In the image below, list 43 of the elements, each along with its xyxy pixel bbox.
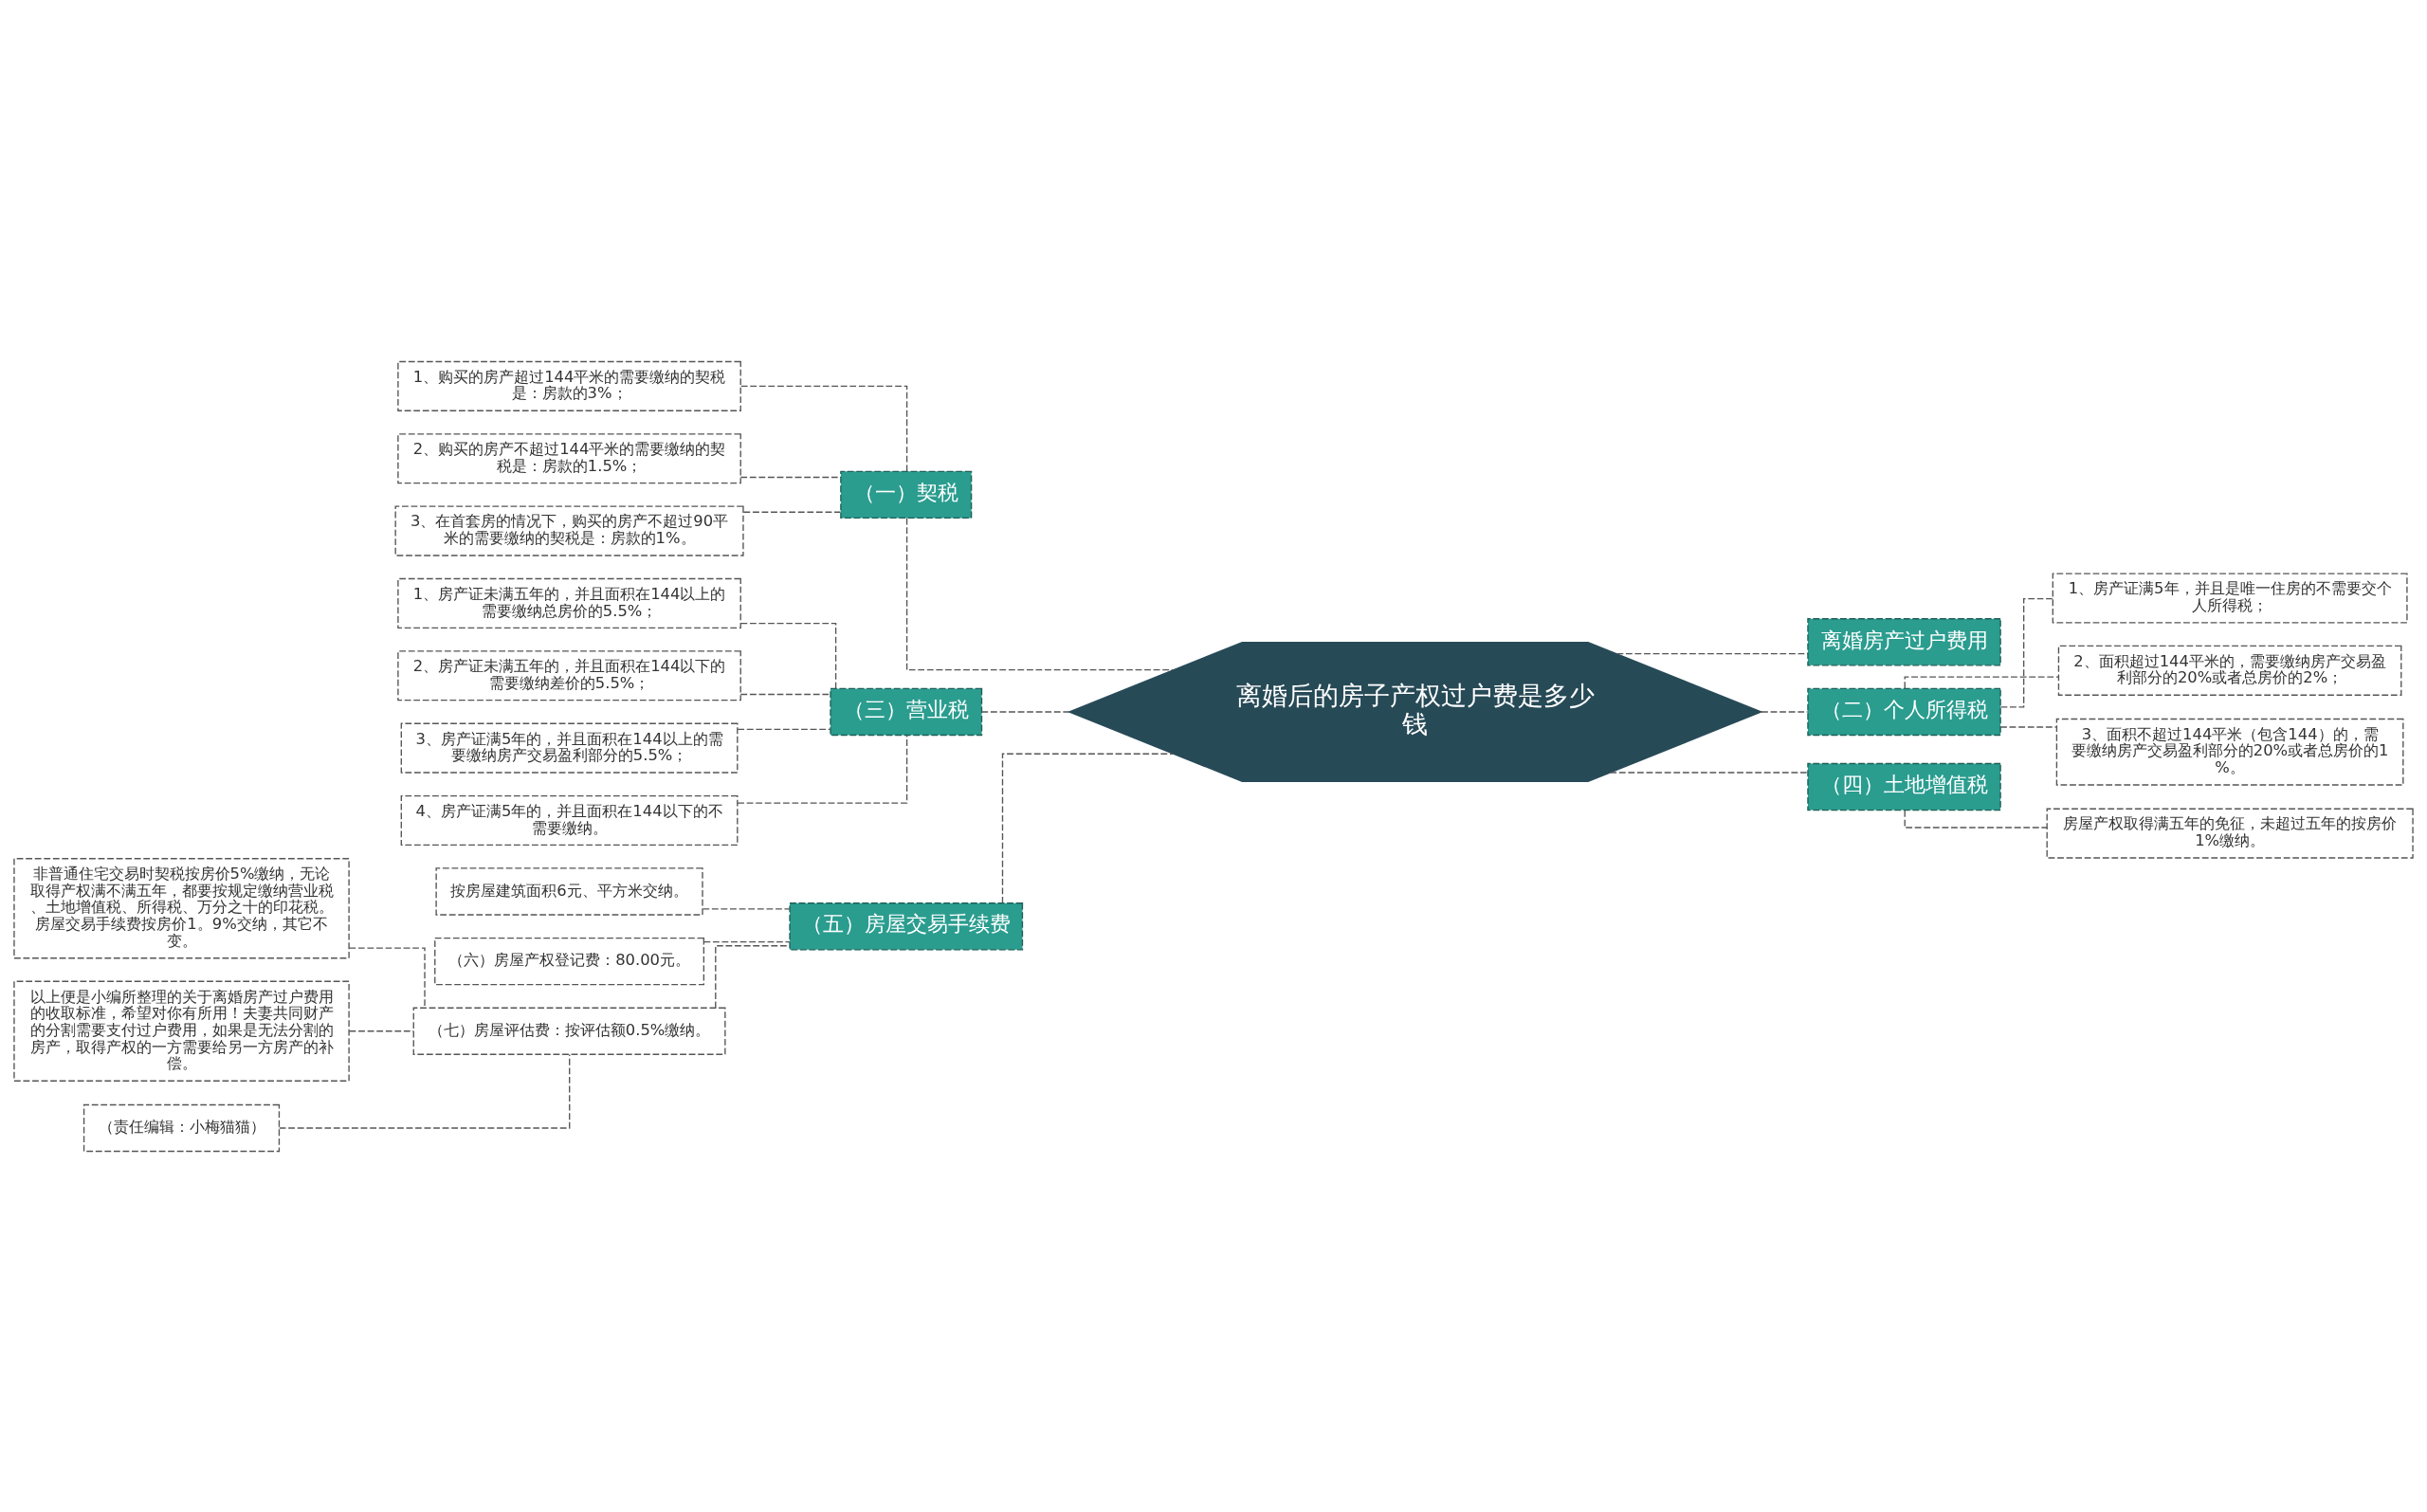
node-box: （三）营业税 xyxy=(830,687,983,736)
connector xyxy=(348,946,426,1009)
connector xyxy=(702,907,791,910)
connector xyxy=(279,1053,571,1129)
connector xyxy=(739,693,831,695)
node-box: （一）契税 xyxy=(840,470,973,519)
node-box: 按房屋建筑面积6元、平方米交纳。 xyxy=(435,866,703,916)
node-box: （六）房屋产权登记费：80.00元。 xyxy=(434,937,705,985)
node-box: （二）个人所得税 xyxy=(1807,687,2001,736)
connector xyxy=(905,517,1175,670)
connector xyxy=(742,511,842,513)
node-box: 以上便是小编所整理的关于离婚房产过户费用的收取标准，希望对你有所用！夫妻共同财产的分割需要支付过户费用，如果是无法分割的房产，取得产权的一方需要给另一方房产的补偿。 xyxy=(13,980,350,1082)
node-box: 2、面积超过144平米的，需要缴纳房产交易盈利部分的20%或者总房价的2%； xyxy=(2057,645,2402,696)
connector xyxy=(1999,725,2057,728)
node-box: （责任编辑：小梅猫猫） xyxy=(82,1103,281,1152)
connector xyxy=(348,1029,414,1031)
connector xyxy=(1609,771,1809,774)
connector xyxy=(1001,753,1175,903)
node-box: 2、购买的房产不超过144平米的需要缴纳的契税是：房款的1.5%； xyxy=(397,432,741,483)
node-box: 房屋产权取得满五年的免征，未超过五年的按房价1%缴纳。 xyxy=(2046,808,2414,859)
node-box: 1、房产证未满五年的，并且面积在144以上的需要缴纳总房价的5.5%； xyxy=(397,577,741,628)
node-box: 2、房产证未满五年的，并且面积在144以下的需要缴纳差价的5.5%； xyxy=(397,649,741,701)
node-box: （五）房屋交易手续费 xyxy=(789,902,1024,950)
connector xyxy=(737,728,831,730)
connector xyxy=(737,734,908,804)
node-box: 1、房产证满5年，并且是唯一住房的不需要交个人所得税； xyxy=(2052,572,2408,624)
connector xyxy=(1904,675,2059,689)
node-box: 非普通住宅交易时契税按房价5%缴纳，无论取得产权满不满五年，都要按规定缴纳营业税、土地增值税、所得税、万分之十的印花税。房屋交易手续费按房价1。9%交纳，其它不变。 xyxy=(13,857,350,958)
connector xyxy=(703,940,791,942)
node-box: 1、购买的房产超过144平米的需要缴纳的契税是：房款的3%； xyxy=(397,360,741,411)
connector xyxy=(980,710,1070,713)
node-box: 4、房产证满5年的，并且面积在144以下的不需要缴纳。 xyxy=(400,794,739,846)
node-box: 3、在首套房的情况下，购买的房产不超过90平米的需要缴纳的契税是：房款的1%。 xyxy=(394,505,744,556)
connector xyxy=(740,385,908,472)
node-box: 离婚房产过户费用 xyxy=(1807,617,2001,666)
connector xyxy=(1761,710,1809,713)
connector xyxy=(739,476,842,478)
node-box: 3、面积不超过144平米（包含144）的，需要缴纳房产交易盈利部分的20%或者总房价的1%。 xyxy=(2055,718,2404,786)
node-box: （七）房屋评估费：按评估额0.5%缴纳。 xyxy=(412,1007,726,1055)
node-box: （四）土地增值税 xyxy=(1807,762,2001,811)
connector xyxy=(1615,652,1809,654)
node-box: 3、房产证满5年的，并且面积在144以上的需要缴纳房产交易盈利部分的5.5%； xyxy=(400,722,739,774)
connector xyxy=(739,622,837,689)
